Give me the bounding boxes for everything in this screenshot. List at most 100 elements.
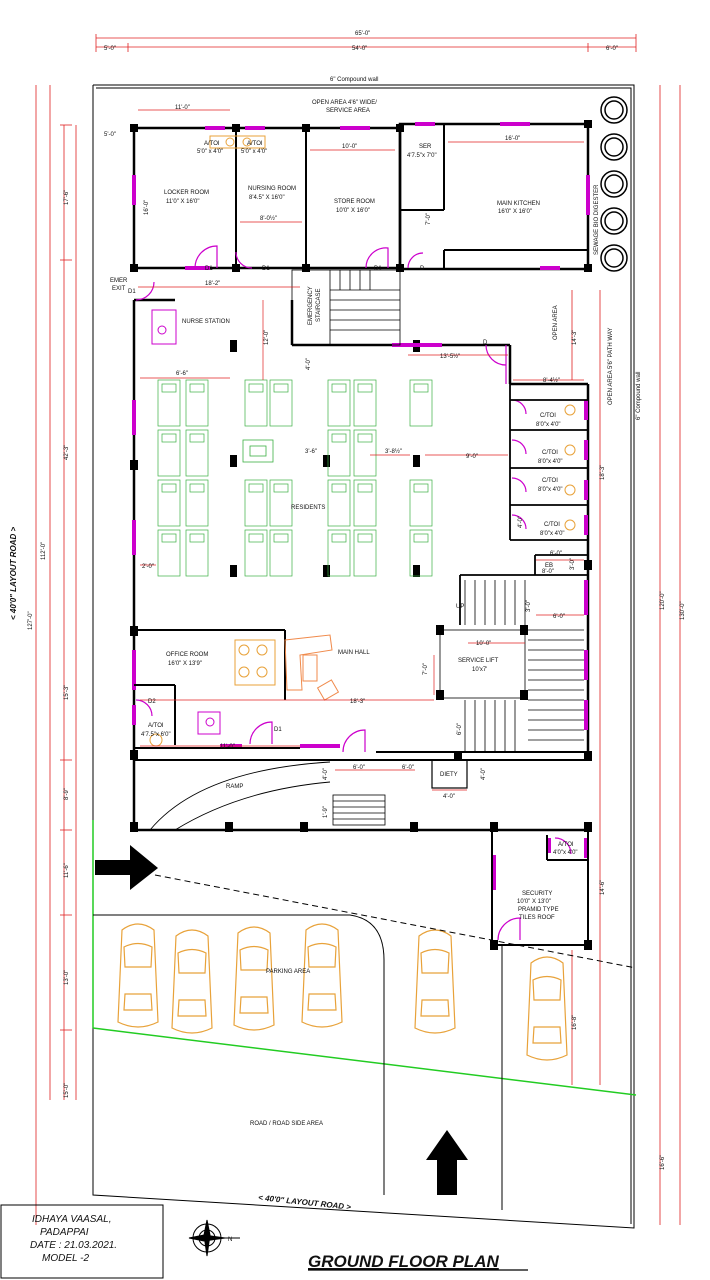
eb-label: EB: [545, 563, 553, 569]
up-label: UP: [456, 604, 464, 610]
pillow: [273, 483, 289, 493]
ctoi-2-label: C/TOI: [542, 450, 558, 456]
atoi-4-size: 4'0"x 4'0": [553, 850, 578, 856]
dim-4-0c: 4'-0": [481, 768, 487, 780]
pillow: [331, 533, 347, 543]
store-room-label: STORE ROOM: [334, 199, 375, 205]
bed: [269, 529, 293, 577]
dim-left-13: 13'-0": [64, 970, 70, 985]
pillow: [161, 483, 177, 493]
ramp-label: RAMP: [226, 784, 243, 790]
pillow: [331, 383, 347, 393]
pillow: [357, 433, 373, 443]
nursing-room-size: 8'4.5" X 16'0": [249, 195, 285, 201]
car-rear-window: [239, 996, 269, 1014]
pillow: [189, 533, 205, 543]
bed: [327, 479, 351, 527]
car-rear-window: [420, 999, 450, 1017]
car-windshield: [123, 942, 153, 968]
dim-8-0: 8'-0": [542, 569, 554, 575]
pillow: [161, 383, 177, 393]
bed: [353, 429, 377, 477]
dim-right-16-8: 16'-8": [572, 1015, 578, 1030]
car-rear-window: [307, 993, 337, 1011]
dim-8-4: 8'-0½": [260, 215, 277, 222]
compound-wall-top-label: 6" Compound wall: [330, 77, 379, 83]
bed: [269, 479, 293, 527]
dim-11: 11'-0": [175, 105, 190, 111]
bed: [157, 479, 181, 527]
security-label-2: 10'0" X 13'0": [517, 899, 551, 905]
dim-10-0b: 10'-0": [476, 641, 491, 647]
layout-road-bottom-label: < 40'0" LAYOUT ROAD >: [258, 1193, 352, 1212]
compass-icon: [188, 1219, 240, 1257]
car-rear-window: [532, 1026, 562, 1044]
bed: [185, 379, 209, 427]
door-d-hall: D: [483, 340, 488, 346]
service-area-label: SERVICE AREA: [326, 108, 370, 114]
dim-16: 16'-0": [505, 136, 520, 142]
car: [526, 956, 568, 1061]
atoi-2-size: 5'0" x 4'0": [241, 149, 267, 155]
pillow: [413, 383, 429, 393]
pillow: [189, 483, 205, 493]
toilet-walls: [459, 384, 588, 625]
resident-beds: [157, 379, 433, 577]
layout-road-left-label: < 40'0" LAYOUT ROAD >: [9, 527, 18, 620]
road-side-label: ROAD / ROAD SIDE AREA: [250, 1121, 323, 1127]
dim-8-4b: 8'-4½": [543, 377, 560, 384]
door-d1-office: D1: [274, 727, 282, 733]
bed: [409, 379, 433, 427]
dim-6-0: 6'-0": [550, 551, 562, 557]
pillow: [248, 483, 264, 493]
office-walls: [134, 629, 588, 761]
dim-right-14-6: 14'-6": [600, 880, 606, 895]
car: [414, 929, 456, 1034]
dim-left-5: 5'-0": [104, 132, 116, 138]
bed: [244, 479, 268, 527]
car: [301, 923, 343, 1028]
bed: [327, 429, 351, 477]
desk-furniture: [151, 309, 221, 735]
pillow: [357, 383, 373, 393]
right-dimensions: [571, 85, 681, 1225]
bed: [353, 529, 377, 577]
dim-13-5: 13'-5½": [440, 353, 460, 360]
atoi-1-size: 5'0" x 4'0": [197, 149, 223, 155]
building-walls: [132, 122, 590, 832]
car: [233, 926, 275, 1031]
ctoi-2-size: 8'0"x 4'0": [538, 459, 563, 465]
left-dimensions: [35, 85, 77, 1225]
car: [117, 923, 159, 1028]
pillow: [161, 433, 177, 443]
parked-cars: [117, 923, 568, 1061]
dim-left-42-3: 42'-3": [64, 445, 70, 460]
door-d1-store: D1: [374, 266, 382, 272]
dim-left-112: 112'-0": [41, 542, 47, 560]
bed: [409, 529, 433, 577]
pillars: [130, 120, 592, 950]
dim-7-0: 7'-0": [426, 213, 432, 225]
dim-3-0b: 3'-0": [526, 600, 532, 612]
ctoi-3-label: C/TOI: [542, 478, 558, 484]
site-lines: [92, 820, 637, 1210]
open-area-right-label: OPEN AREA: [553, 305, 559, 340]
dim-left-17-6: 17'-6": [64, 190, 70, 205]
security-label-3: PRAMID TYPE: [518, 907, 559, 913]
emer-exit-label-2: EXIT: [112, 286, 126, 292]
pillow: [273, 533, 289, 543]
dim-4-0b: 4'-0": [323, 768, 329, 780]
dim-11-0: 11'-0": [220, 744, 235, 750]
ser-label: SER: [419, 144, 432, 150]
door-d1-nursing: D1: [262, 266, 270, 272]
emer-exit-label-1: EMER: [110, 278, 128, 284]
dim-4-0d: 4'-0": [443, 794, 455, 800]
compound-wall-right-label: 6" Compound wall: [636, 372, 642, 421]
car-windshield: [532, 975, 562, 1001]
dim-3-0: 3'-0": [570, 558, 576, 570]
car: [171, 929, 213, 1034]
bed: [185, 529, 209, 577]
title-block: [0, 1204, 164, 1279]
dim-7-0b: 7'-0": [423, 663, 429, 675]
main-staircase: [439, 580, 584, 752]
